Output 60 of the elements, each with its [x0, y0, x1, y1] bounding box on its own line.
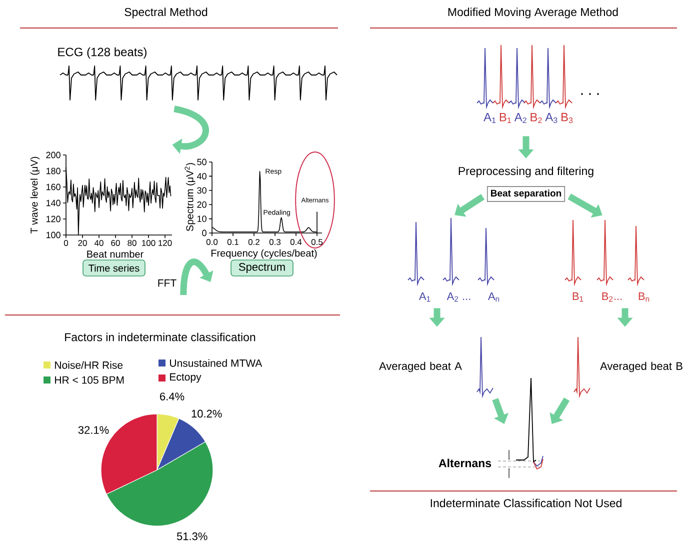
block-arrow — [454, 194, 485, 217]
legend-label: Ectopy — [170, 373, 202, 383]
value-label: 51.3% — [176, 532, 208, 540]
caption-box: Time series — [82, 260, 146, 276]
axis-title: Beat number — [87, 250, 144, 258]
beats-drawing — [408, 218, 494, 286]
tick-label: 30 — [197, 187, 206, 194]
axis-title: Spectrum (μV$^{2}$) — [184, 163, 196, 232]
beat-label: A$_{n}$ — [488, 292, 500, 302]
block-arrow — [180, 258, 214, 296]
alternans-overlay-drawing — [498, 378, 544, 478]
beat-label: A$_{3}$ — [545, 112, 558, 124]
beat-label: B$_{n}$ — [638, 292, 650, 302]
tick-label: 0 — [64, 240, 68, 246]
step-label: Preprocessing and filtering — [458, 166, 594, 178]
tick-label: 0.3 — [269, 239, 281, 245]
legend-label: HR < 105 BPM — [55, 376, 124, 384]
tick-label: 0.2 — [248, 239, 260, 245]
step-box: Beat separation — [486, 186, 566, 202]
tick-label: 60 — [111, 240, 120, 246]
beat-label: A$_{1}$ — [484, 112, 496, 124]
tick-label: 40 — [94, 240, 104, 246]
axis-title: Frequency (cycles/beat) — [211, 249, 317, 259]
result-label: Alternans — [438, 458, 492, 468]
beat-train-drawing — [476, 44, 599, 110]
value-label: 6.4% — [160, 392, 184, 400]
tick-label: 0.0 — [206, 239, 218, 245]
chart-title: Factors in indeterminate classification — [65, 332, 256, 342]
tick-label: 200 — [46, 152, 60, 158]
value-label: 32.1% — [78, 426, 109, 434]
legend-label: Unsustained MTWA — [170, 359, 262, 367]
beat-label: B$_{1}$ — [500, 112, 511, 124]
beat-label: B$_{2}$... — [602, 292, 622, 302]
averaged-beat: Averaged beat B — [574, 336, 682, 398]
beat-label: B$_{2}$ — [530, 112, 542, 124]
beat-label: B$_{3}$ — [562, 112, 573, 124]
tick-label: 0.1 — [227, 239, 238, 245]
edge-label: FFT — [156, 278, 178, 288]
section-title: Spectral Method — [124, 8, 208, 18]
ecg-strip: ECG (128 beats) — [58, 47, 338, 100]
tick-label: 80 — [128, 240, 136, 246]
beat-label: B$_{1}$ — [572, 292, 584, 302]
legend-label: Noise/HR Rise — [55, 361, 123, 369]
tick-label: 120 — [158, 240, 172, 246]
tick-label: 40 — [197, 173, 206, 180]
beat-label: A$_{1}$ — [418, 292, 430, 302]
time-series-plot — [62, 154, 172, 238]
beats-drawing — [564, 220, 644, 286]
tick-label: 100 — [142, 240, 156, 246]
caption-box: Spectrum — [230, 260, 294, 276]
value-label: 10.2% — [192, 410, 222, 418]
tick-label: 50 — [197, 158, 206, 166]
averaged-beat: Averaged beat A — [379, 336, 494, 398]
tick-label: 20 — [78, 240, 87, 246]
tick-label: 0.4 — [290, 239, 302, 245]
tick-label: 20 — [197, 201, 206, 208]
tick-label: 0.5 — [311, 239, 323, 245]
beat-label: A$_{2}$ ... — [446, 292, 470, 302]
beat-label: A$_{2}$ — [514, 112, 526, 124]
tick-label: 10 — [197, 216, 206, 222]
